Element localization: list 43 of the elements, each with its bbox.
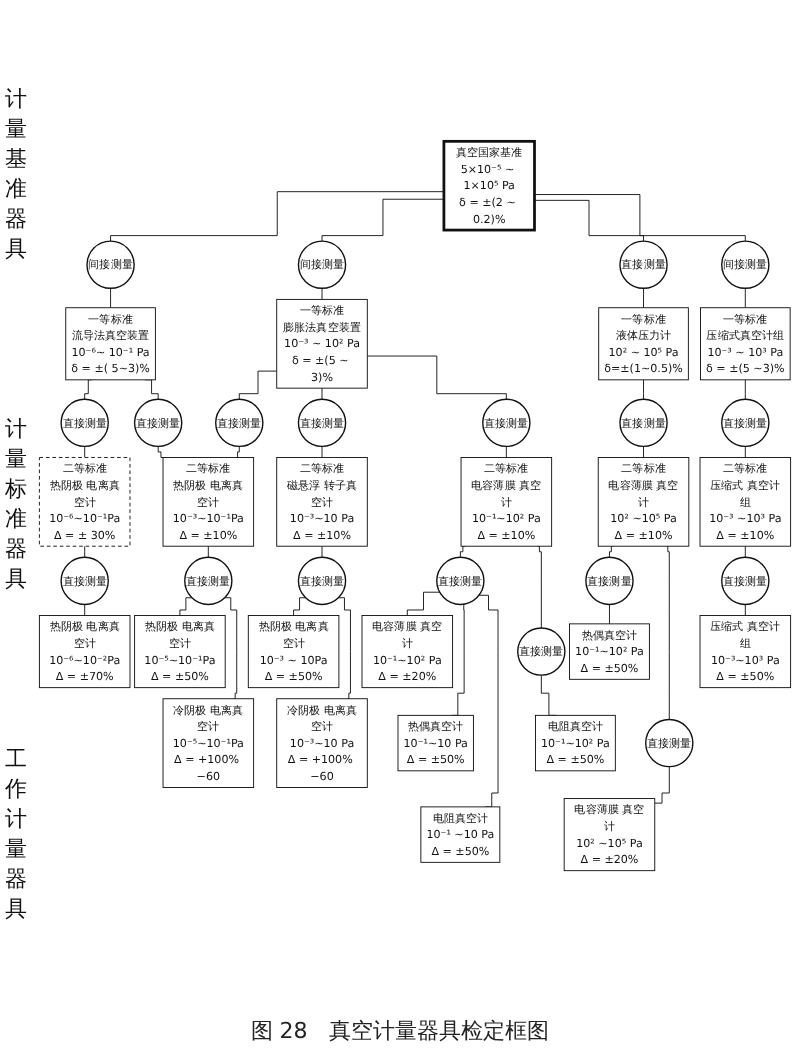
connector bbox=[84, 379, 93, 400]
connector bbox=[110, 191, 445, 242]
connector bbox=[207, 545, 209, 558]
connector bbox=[157, 445, 165, 458]
connector bbox=[478, 594, 499, 808]
connector bbox=[84, 545, 86, 558]
connector bbox=[179, 597, 193, 616]
connector bbox=[238, 370, 278, 400]
connector bbox=[406, 591, 441, 616]
connector bbox=[744, 287, 746, 309]
connector bbox=[459, 545, 466, 558]
connector bbox=[321, 198, 445, 242]
connector bbox=[534, 199, 644, 242]
figure-caption: 图 28 真空计量器具检定框图 bbox=[248, 1016, 552, 1046]
connector bbox=[537, 545, 542, 629]
row-label: 工作计量器具 bbox=[4, 744, 28, 925]
connector bbox=[643, 445, 644, 458]
connector bbox=[293, 597, 306, 616]
connector bbox=[224, 597, 238, 700]
connector bbox=[321, 387, 323, 400]
row-label: 计量标准器具 bbox=[4, 413, 28, 594]
connector bbox=[84, 445, 86, 458]
connector bbox=[643, 287, 644, 309]
connector bbox=[744, 545, 746, 558]
connector bbox=[235, 445, 240, 458]
connector bbox=[654, 766, 670, 804]
connector bbox=[321, 445, 323, 458]
connector bbox=[84, 604, 86, 616]
connector bbox=[321, 287, 323, 300]
connector bbox=[643, 379, 644, 400]
connector bbox=[505, 445, 507, 458]
connector bbox=[338, 597, 351, 700]
connector bbox=[609, 604, 610, 625]
connector bbox=[110, 287, 112, 309]
connector bbox=[744, 604, 746, 616]
connector bbox=[366, 355, 507, 400]
connector bbox=[744, 445, 746, 458]
connector bbox=[534, 194, 746, 242]
connector bbox=[665, 545, 670, 720]
row-label: 计量基准器具 bbox=[4, 83, 28, 264]
connector bbox=[321, 545, 323, 558]
connector bbox=[744, 379, 746, 400]
connector bbox=[451, 603, 465, 716]
